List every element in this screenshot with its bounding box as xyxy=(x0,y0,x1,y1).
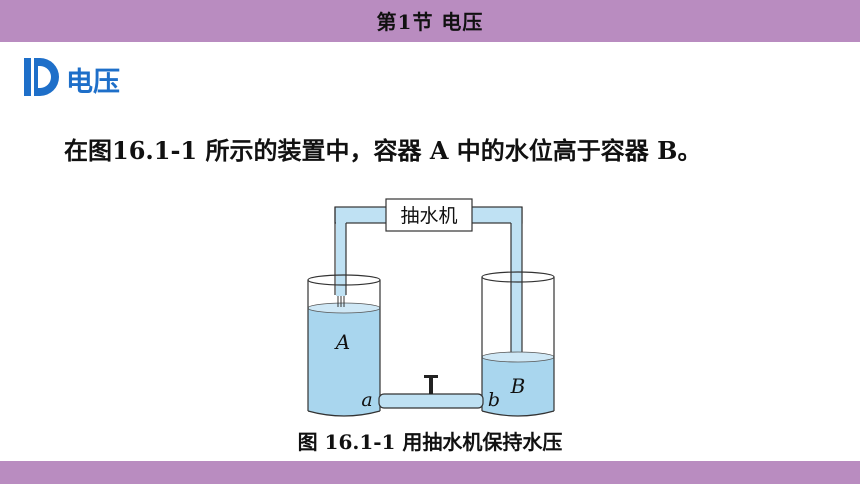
label-a-big: A xyxy=(334,330,350,354)
footer-bar xyxy=(0,461,860,484)
section-d-icon xyxy=(24,58,59,96)
water-pump-diagram: 抽水机 A a B b xyxy=(307,198,555,417)
valve-stem xyxy=(429,375,433,394)
pump-label: 抽水机 xyxy=(400,205,457,227)
container-a: A a xyxy=(307,274,381,417)
label-a-small: a xyxy=(361,389,372,411)
body-paragraph: 在图16.1-1 所示的装置中，容器 A 中的水位高于容器 B。 xyxy=(64,136,702,165)
header-bar: 第1节 电压 xyxy=(0,0,860,42)
label-b-big: B xyxy=(510,374,526,398)
container-b: B b xyxy=(481,271,555,417)
bottom-pipe xyxy=(378,375,484,409)
pump-box: 抽水机 xyxy=(385,198,473,232)
label-b-small: b xyxy=(488,389,500,411)
section-title: 电压 xyxy=(66,67,120,98)
page-title: 第1节 电压 xyxy=(376,10,484,34)
figure-caption: 图 16.1-1 用抽水机保持水压 xyxy=(297,430,563,454)
